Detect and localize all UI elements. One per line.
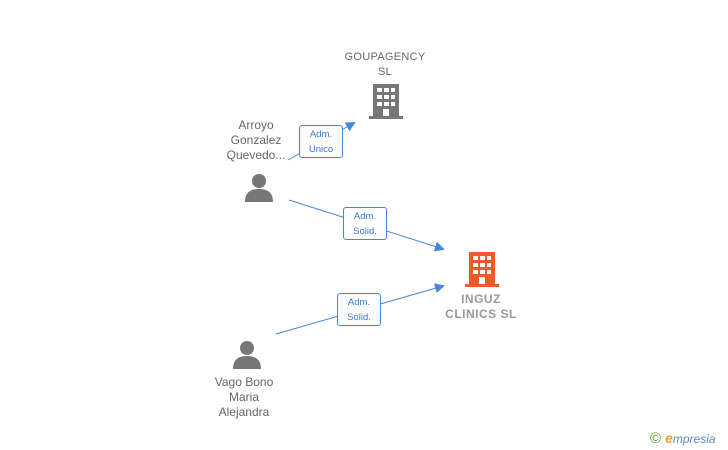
- person-icon[interactable]: [244, 172, 274, 202]
- node-label-vago[interactable]: Vago Bono Maria Alejandra: [214, 375, 274, 419]
- copyright-brand: © empresia: [650, 428, 716, 448]
- edge-label-adm-unico[interactable]: Adm. Unico: [299, 125, 343, 158]
- building-icon[interactable]: [369, 84, 403, 120]
- node-label-goupagency[interactable]: GOUPAGENCY SL: [344, 51, 426, 78]
- copyright-icon: ©: [650, 429, 662, 447]
- brand-logo: empresia: [665, 430, 715, 446]
- node-label-inguz[interactable]: INGUZ CLINICS SL: [445, 292, 517, 321]
- node-label-arroyo[interactable]: Arroyo Gonzalez Quevedo...: [226, 118, 286, 162]
- edge-label-adm-solid-vago[interactable]: Adm. Solid.: [337, 293, 381, 326]
- brand-name: mpresia: [672, 432, 716, 446]
- brand-initial: e: [665, 430, 673, 446]
- edge-label-adm-solid-arroyo[interactable]: Adm. Solid.: [343, 207, 387, 240]
- building-icon[interactable]: [465, 252, 499, 288]
- person-icon[interactable]: [232, 339, 262, 369]
